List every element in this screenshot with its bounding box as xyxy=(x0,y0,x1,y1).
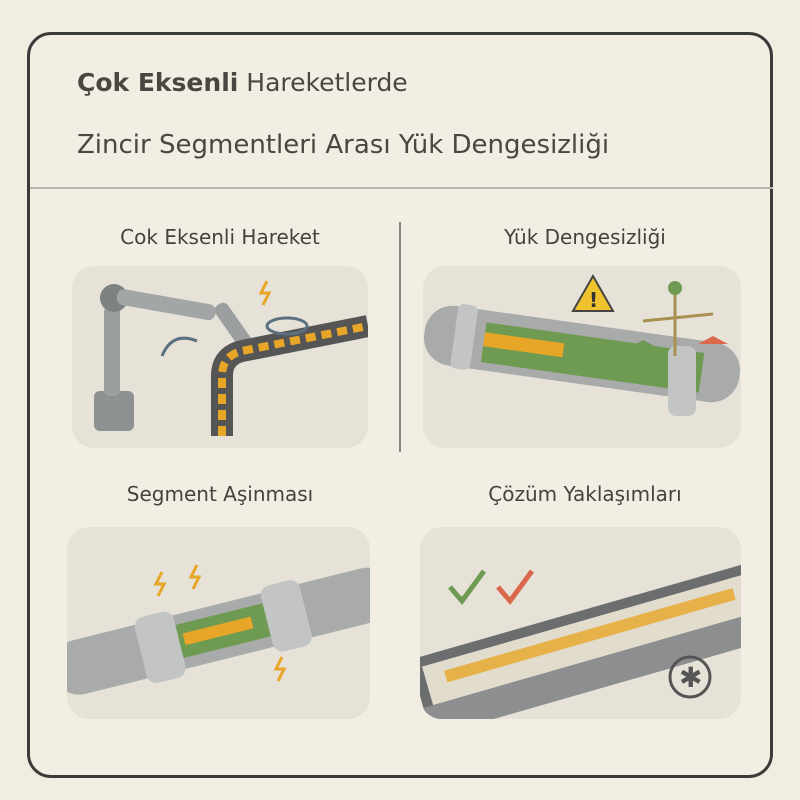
robot-arm-illustration xyxy=(72,266,368,448)
svg-text:✱: ✱ xyxy=(679,661,702,694)
panel-label-load-imbalance: Yük Dengesizliği xyxy=(504,225,666,249)
svg-text:!: ! xyxy=(589,288,598,312)
title-line-1: Çok Eksenli Hareketlerde xyxy=(77,68,408,97)
title-line-2: Zincir Segmentleri Arası Yük Dengesizliğ… xyxy=(77,130,610,160)
solutions-illustration: ✱ xyxy=(420,527,741,719)
panel-label-multi-axis: Cok Eksenli Hareket xyxy=(120,225,320,249)
panel-label-segment-wear: Segment Aşinması xyxy=(126,482,314,506)
header-divider xyxy=(30,187,773,189)
load-imbalance-illustration: ! xyxy=(423,266,741,448)
panel-label-solutions: Çözüm Yaklaşımları xyxy=(488,482,682,506)
panel-divider xyxy=(399,222,401,452)
segment-wear-illustration xyxy=(67,527,370,719)
